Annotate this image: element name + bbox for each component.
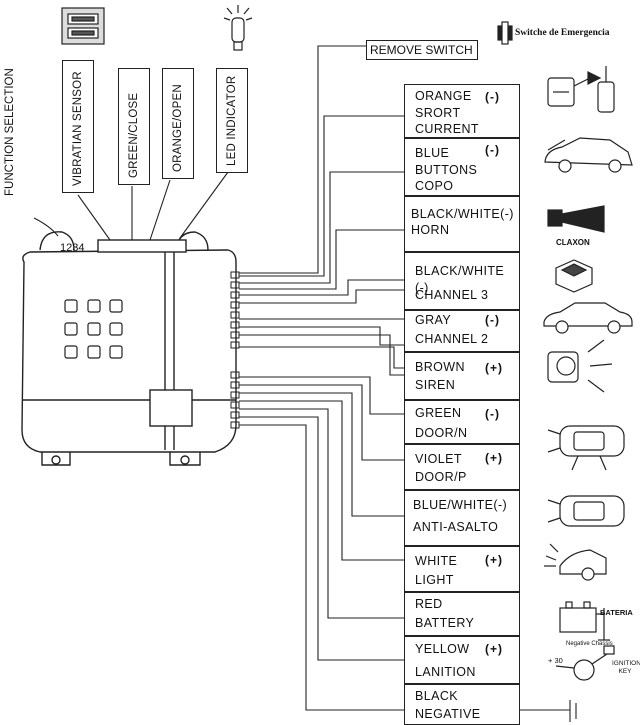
wire-violet-polarity: (+) bbox=[485, 451, 503, 465]
wire-yellow-line1: YELLOW bbox=[415, 642, 470, 656]
wire-red-box: RED BATTERY bbox=[404, 592, 520, 636]
led-bulb-icon bbox=[223, 5, 253, 51]
wire-green-line2: DOOR/N bbox=[415, 426, 468, 440]
led-indicator-box: LED INDICATOR bbox=[216, 68, 248, 173]
car-doors-icon-2 bbox=[547, 495, 625, 527]
wire-horn-line1: BLACK/WHITE(-) bbox=[411, 207, 514, 221]
battery-icon bbox=[559, 601, 610, 641]
wire-blue-line1: BLUE bbox=[415, 146, 450, 160]
wire-brown-box: BROWN SIREN (+) bbox=[404, 352, 520, 400]
wire-white-box: WHITE LIGHT (+) bbox=[404, 546, 520, 592]
emergency-switch-label: Switche de Emergencia bbox=[515, 28, 610, 38]
wire-white-line1: WHITE bbox=[415, 554, 458, 568]
green-close-box: GREEN/CLOSE bbox=[118, 68, 150, 185]
orange-open-label: ORANGE/OPEN bbox=[172, 84, 184, 172]
wire-blue-line2: BUTTONS bbox=[415, 163, 478, 177]
wire-orange-box: ORANGE SRORT CURRENT (-) bbox=[404, 84, 520, 138]
relay-coil-icon bbox=[547, 66, 615, 113]
wire-red-line1: RED bbox=[415, 597, 443, 611]
wire-gray-polarity: (-) bbox=[485, 313, 500, 327]
green-close-label: GREEN/CLOSE bbox=[128, 92, 140, 178]
car-light-icon bbox=[544, 543, 607, 581]
negative-chassis-label: Negative Chassis bbox=[566, 641, 613, 647]
module-box-icon bbox=[555, 259, 593, 293]
wire-blue-polarity: (-) bbox=[485, 143, 500, 157]
wire-black-line2: NEGATIVE bbox=[415, 707, 481, 721]
wire-gray-line1: GRAY bbox=[415, 313, 452, 327]
claxon-label: CLAXON bbox=[556, 238, 590, 247]
wire-black-box: BLACK NEGATIVE bbox=[404, 684, 520, 725]
emergency-switch-icon bbox=[497, 21, 513, 45]
wire-violet-line2: DOOR/P bbox=[415, 470, 467, 484]
wire-channel3-box: BLACK/WHITE (-) CHANNEL 3 bbox=[404, 252, 520, 310]
wire-green-line1: GREEN bbox=[415, 406, 462, 420]
bateria-label: BATERIA bbox=[600, 608, 633, 617]
led-indicator-label: LED INDICATOR bbox=[226, 75, 238, 166]
plus30-label: + 30 bbox=[548, 656, 563, 665]
wire-orange-line2: SRORT bbox=[415, 106, 461, 120]
wire-channel3-line2: CHANNEL 3 bbox=[415, 288, 489, 302]
remove-switch-box: REMOVE SWITCH bbox=[366, 40, 478, 60]
wire-channel3-line1: BLACK/WHITE (-) bbox=[415, 264, 505, 295]
wire-horn-line2: HORN bbox=[411, 223, 450, 237]
control-unit bbox=[21, 231, 240, 466]
siren-icon bbox=[547, 339, 613, 393]
wire-orange-polarity: (-) bbox=[485, 90, 500, 104]
top-leads bbox=[33, 171, 229, 241]
pin-numbers: 1234 bbox=[60, 242, 85, 254]
wire-black-line1: BLACK bbox=[415, 689, 458, 703]
wire-orange-line1: ORANGE bbox=[415, 89, 472, 103]
wire-violet-box: VIOLET DOOR/P (+) bbox=[404, 444, 520, 490]
wire-gray-box: GRAY CHANNEL 2 (-) bbox=[404, 310, 520, 352]
orange-open-box: ORANGE/OPEN bbox=[162, 68, 194, 179]
wire-red-line2: BATTERY bbox=[415, 616, 475, 630]
wire-brown-line2: SIREN bbox=[415, 378, 456, 392]
wire-yellow-line2: LANITION bbox=[415, 665, 476, 679]
sedan-icon bbox=[543, 302, 633, 334]
wire-yellow-polarity: (+) bbox=[485, 642, 503, 656]
wire-brown-line1: BROWN bbox=[415, 360, 465, 374]
vibration-sensor-label: VIBRATIAN SENSOR bbox=[72, 71, 84, 186]
ignition-key-icon bbox=[555, 645, 615, 681]
wire-horn-box: BLACK/WHITE(-) HORN bbox=[404, 196, 520, 252]
function-selection-label: FUNCTION SELECTION bbox=[4, 68, 16, 196]
vibration-sensor-box: VIBRATIAN SENSOR bbox=[62, 60, 94, 193]
wire-yellow-box: YELLOW LANITION (+) bbox=[404, 636, 520, 684]
wire-antiasalto-box: BLUE/WHITE(-) ANTI-ASALTO bbox=[404, 490, 520, 546]
wire-blue-line3: COPO bbox=[415, 179, 454, 193]
horn-icon bbox=[547, 205, 605, 233]
wire-white-line2: LIGHT bbox=[415, 573, 454, 587]
ignition-key-label: IGNITION KEY bbox=[612, 660, 640, 675]
dual-relay-icon bbox=[61, 7, 105, 45]
wire-brown-polarity: (+) bbox=[485, 361, 503, 375]
wire-green-box: GREEN DOOR/N (-) bbox=[404, 400, 520, 444]
wire-antiasalto-line2: ANTI-ASALTO bbox=[413, 520, 499, 534]
car-hood-icon bbox=[544, 137, 633, 173]
wire-blue-box: BLUE BUTTONS COPO (-) bbox=[404, 138, 520, 196]
wire-green-polarity: (-) bbox=[485, 407, 500, 421]
wire-white-polarity: (+) bbox=[485, 553, 503, 567]
wire-violet-line1: VIOLET bbox=[415, 452, 462, 466]
wire-gray-line2: CHANNEL 2 bbox=[415, 332, 489, 346]
car-doors-icon-1 bbox=[547, 425, 625, 471]
wire-antiasalto-line1: BLUE/WHITE(-) bbox=[413, 498, 508, 512]
wire-bundle bbox=[239, 45, 577, 722]
wire-orange-line3: CURRENT bbox=[415, 122, 479, 136]
